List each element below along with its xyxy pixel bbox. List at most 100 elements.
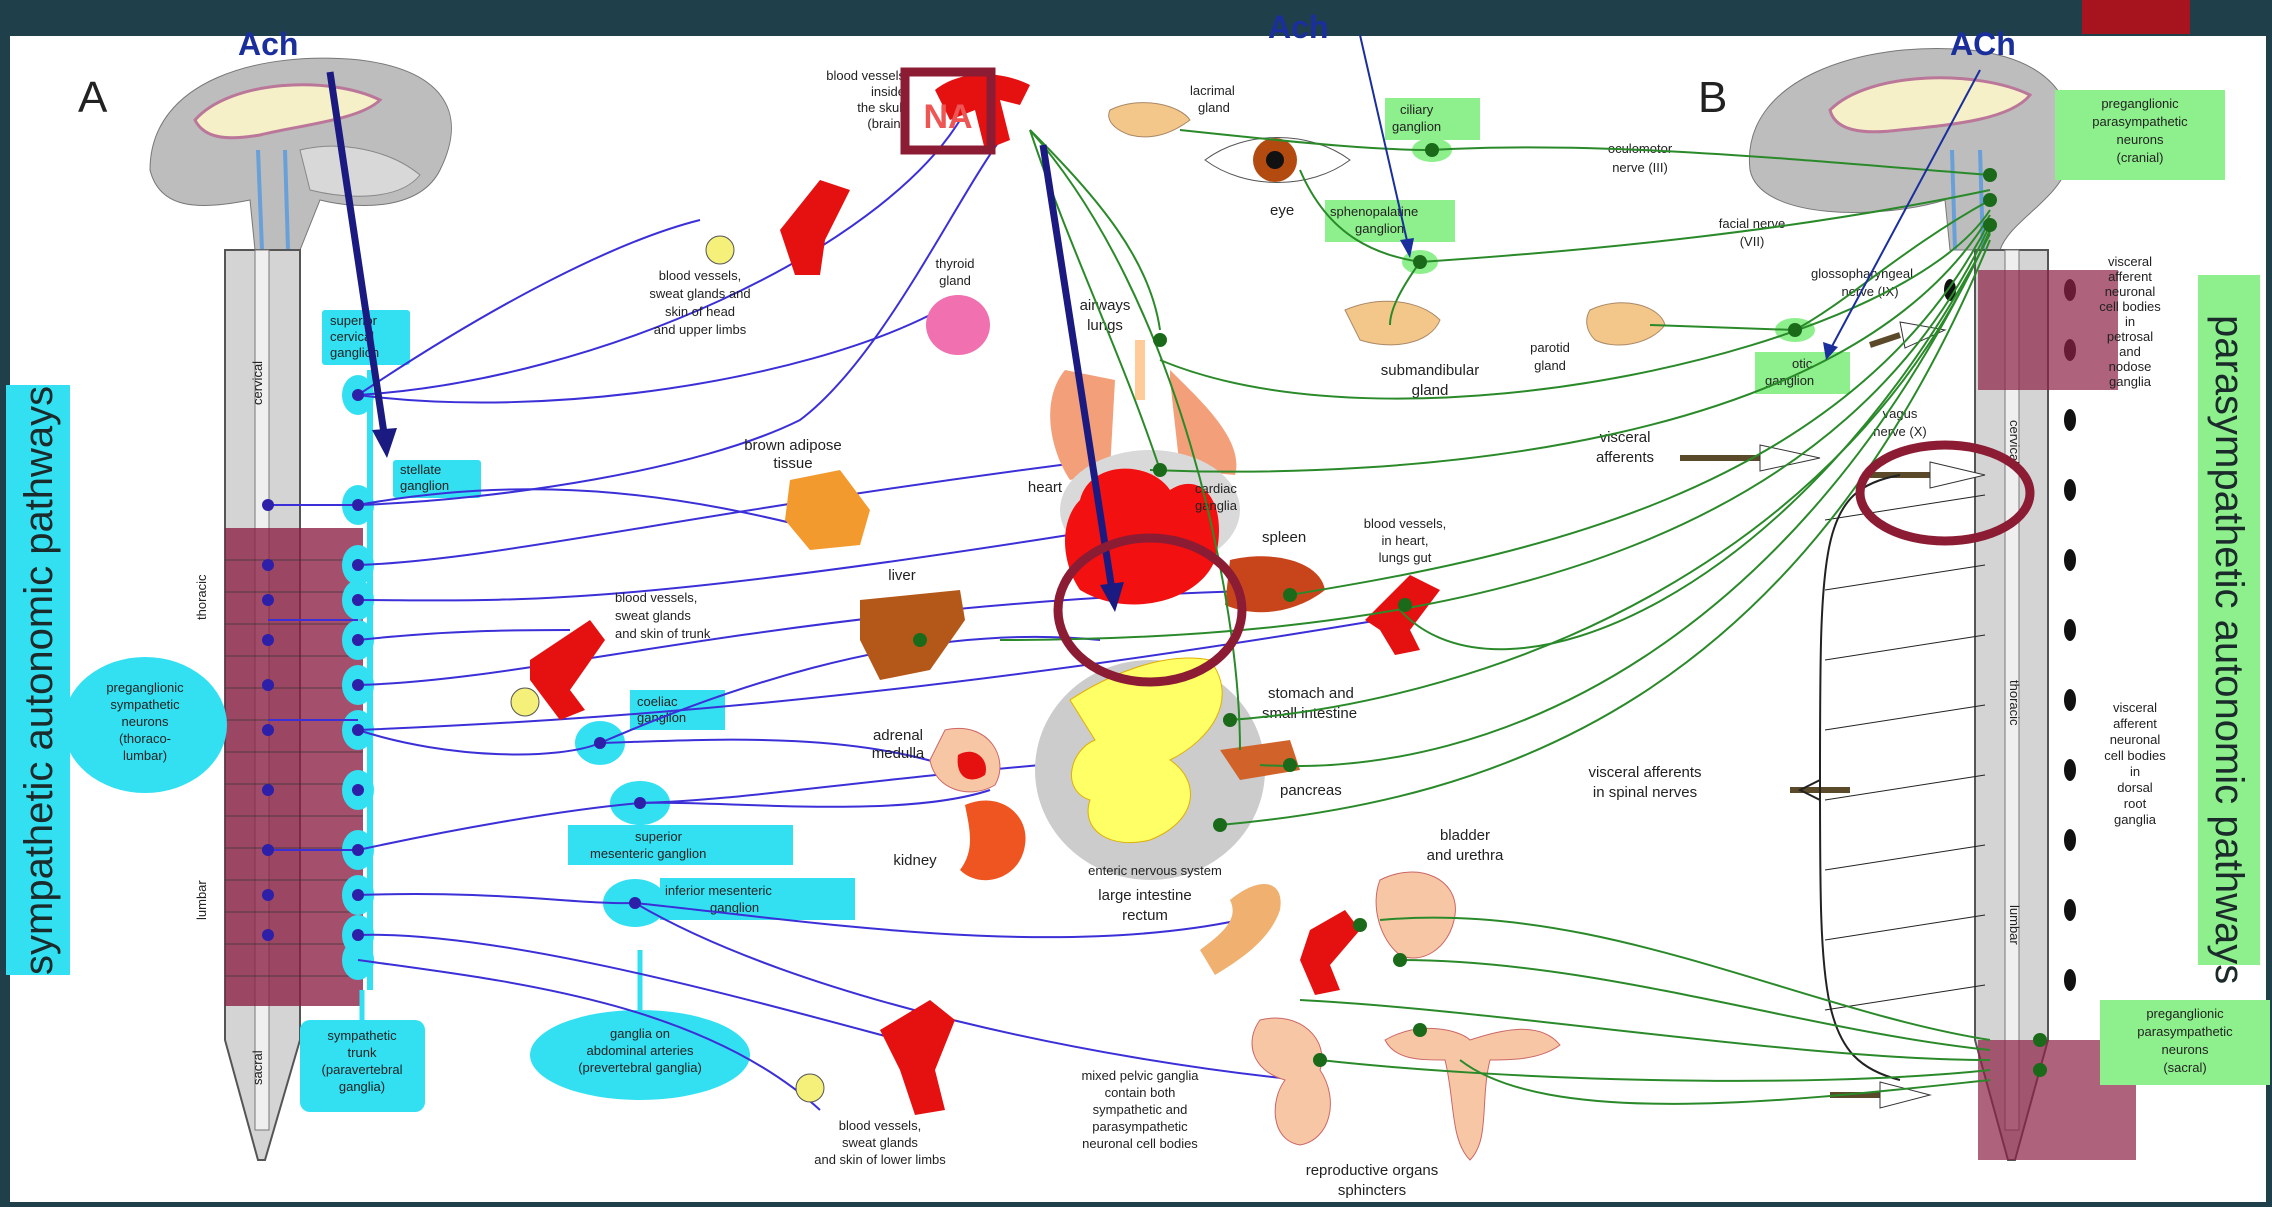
svg-text:cell bodies: cell bodies — [2099, 299, 2161, 314]
svg-text:parotid: parotid — [1530, 340, 1570, 355]
svg-text:(paravertebral: (paravertebral — [322, 1062, 403, 1077]
svg-text:inside: inside — [871, 84, 905, 99]
svg-text:afferents: afferents — [1596, 449, 1654, 466]
svg-text:dorsal: dorsal — [2117, 780, 2153, 795]
svg-text:(brain): (brain) — [867, 116, 905, 131]
svg-text:inferior mesenteric: inferior mesenteric — [665, 883, 772, 898]
svg-text:ciliary: ciliary — [1400, 102, 1434, 117]
sweat-gland-head-icon — [706, 236, 734, 264]
corner-accent — [2082, 0, 2190, 34]
svg-text:and upper limbs: and upper limbs — [654, 322, 747, 337]
ach-right-label: ACh — [1950, 26, 2016, 62]
cranial-afferent-highlight — [1978, 270, 2118, 390]
sympathetic-title: sympathetic autonomic pathways — [17, 386, 61, 975]
svg-text:blood vessels,: blood vessels, — [839, 1118, 921, 1133]
svg-text:brown adipose: brown adipose — [744, 437, 842, 454]
svg-text:(sacral): (sacral) — [2163, 1060, 2206, 1075]
svg-text:visceral: visceral — [2113, 700, 2157, 715]
svg-text:adrenal: adrenal — [873, 727, 923, 744]
svg-text:submandibular: submandibular — [1381, 362, 1479, 379]
panel-a-label: A — [78, 73, 108, 122]
svg-text:mesenteric ganglion: mesenteric ganglion — [590, 846, 706, 861]
svg-text:nerve (III): nerve (III) — [1612, 160, 1668, 175]
svg-text:ganglia: ganglia — [1195, 498, 1238, 513]
svg-text:airways: airways — [1080, 297, 1131, 314]
kidney-label: kidney — [893, 852, 937, 869]
svg-text:parasympathetic: parasympathetic — [2092, 114, 2188, 129]
svg-text:neuronal: neuronal — [2105, 284, 2156, 299]
svg-text:stellate: stellate — [400, 462, 441, 477]
svg-text:neurons: neurons — [2117, 132, 2164, 147]
svg-text:blood vessels,: blood vessels, — [615, 590, 697, 605]
svg-text:neurons: neurons — [122, 714, 169, 729]
svg-text:lumbar): lumbar) — [123, 748, 167, 763]
svg-text:(cranial): (cranial) — [2117, 150, 2164, 165]
parasympathetic-title: parasympathetic autonomic pathways — [2207, 315, 2251, 984]
svg-text:facial nerve: facial nerve — [1719, 216, 1785, 231]
svg-text:in: in — [2130, 764, 2140, 779]
svg-text:gland: gland — [939, 273, 971, 288]
svg-text:nerve (X): nerve (X) — [1873, 424, 1926, 439]
na-label: NA — [923, 98, 972, 136]
svg-text:in spinal nerves: in spinal nerves — [1593, 784, 1697, 801]
svg-text:trunk: trunk — [348, 1045, 377, 1060]
sweat-gland-trunk-icon — [511, 688, 539, 716]
region-thoracic-b: thoracic — [2007, 680, 2022, 726]
svg-text:preganglionic: preganglionic — [106, 680, 184, 695]
svg-text:in heart,: in heart, — [1382, 533, 1429, 548]
svg-text:stomach and: stomach and — [1268, 685, 1354, 702]
sweat-gland-lower-icon — [796, 1074, 824, 1102]
svg-text:and skin of lower limbs: and skin of lower limbs — [814, 1152, 946, 1167]
region-sacral-a: sacral — [250, 1050, 265, 1085]
svg-text:petrosal: petrosal — [2107, 329, 2153, 344]
svg-text:medulla: medulla — [872, 745, 925, 762]
svg-text:and skin of trunk: and skin of trunk — [615, 626, 711, 641]
svg-text:gland: gland — [1412, 382, 1449, 399]
svg-text:large intestine: large intestine — [1098, 887, 1191, 904]
svg-text:parasympathetic: parasympathetic — [1092, 1119, 1188, 1134]
svg-text:neuronal: neuronal — [2110, 732, 2161, 747]
svg-text:ganglion: ganglion — [1355, 221, 1404, 236]
pancreas-label: pancreas — [1280, 782, 1342, 799]
svg-text:gland: gland — [1198, 100, 1230, 115]
svg-text:blood vessels,: blood vessels, — [659, 268, 741, 283]
svg-text:gland: gland — [1534, 358, 1566, 373]
svg-text:ganglion: ganglion — [1392, 119, 1441, 134]
svg-text:nodose: nodose — [2109, 359, 2152, 374]
svg-text:contain both: contain both — [1105, 1085, 1176, 1100]
svg-text:neurons: neurons — [2162, 1042, 2209, 1057]
svg-text:ganglia on: ganglia on — [610, 1026, 670, 1041]
svg-text:rectum: rectum — [1122, 907, 1168, 924]
svg-text:(VII): (VII) — [1740, 234, 1765, 249]
svg-text:sympathetic and: sympathetic and — [1093, 1102, 1188, 1117]
svg-text:blood vessels,: blood vessels, — [1364, 516, 1446, 531]
region-lumbar-a: lumbar — [194, 880, 209, 920]
svg-text:(thoraco-: (thoraco- — [119, 731, 171, 746]
svg-text:ganglion: ganglion — [400, 478, 449, 493]
svg-text:reproductive organs: reproductive organs — [1306, 1162, 1439, 1179]
svg-text:blood vessels: blood vessels — [826, 68, 905, 83]
svg-text:ganglia: ganglia — [2114, 812, 2157, 827]
svg-text:ganglia): ganglia) — [339, 1079, 385, 1094]
spleen-label: spleen — [1262, 529, 1306, 546]
svg-text:parasympathetic: parasympathetic — [2137, 1024, 2233, 1039]
svg-text:preganglionic: preganglionic — [2101, 96, 2179, 111]
svg-text:(prevertebral ganglia): (prevertebral ganglia) — [578, 1060, 702, 1075]
svg-text:small intestine: small intestine — [1262, 705, 1357, 722]
svg-text:neuronal cell bodies: neuronal cell bodies — [1082, 1136, 1198, 1151]
svg-text:cell bodies: cell bodies — [2104, 748, 2166, 763]
pelvic-ganglia-label: mixed pelvic ganglia contain both sympat… — [1081, 1068, 1199, 1151]
panel-b-label: B — [1698, 73, 1727, 122]
svg-text:afferent: afferent — [2113, 716, 2157, 731]
svg-text:ganglia: ganglia — [2109, 374, 2152, 389]
eye-label: eye — [1270, 202, 1294, 219]
svg-text:root: root — [2124, 796, 2147, 811]
svg-text:visceral: visceral — [2108, 254, 2152, 269]
svg-text:sympathetic: sympathetic — [327, 1028, 397, 1043]
svg-text:coeliac: coeliac — [637, 694, 678, 709]
svg-text:in: in — [2125, 314, 2135, 329]
ach-center-label: Ach — [1268, 9, 1328, 45]
svg-text:preganglionic: preganglionic — [2146, 1006, 2224, 1021]
